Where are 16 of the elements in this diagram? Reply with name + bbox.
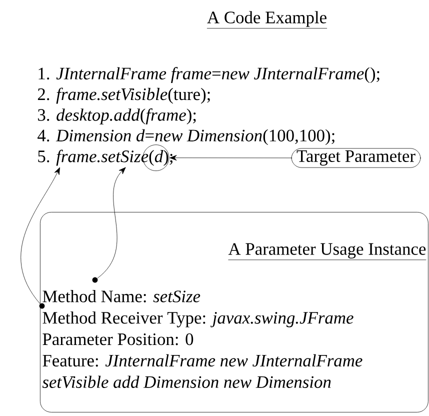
title: A Code Example <box>206 11 328 28</box>
field-text: Parameter Position: 0 <box>42 333 194 346</box>
code-line: 1. JInternalFrame frame=new JInternalFrame(); <box>38 67 380 83</box>
code-line: 3. desktop.add(frame); <box>38 108 196 124</box>
heading: A Parameter Usage Instance <box>228 243 426 260</box>
label-box: Target Parameter <box>291 148 421 168</box>
arrow <box>97 167 126 278</box>
arrow <box>170 155 292 161</box>
field-text: Method Receiver Type: javax.swing.JFrame <box>42 311 354 328</box>
code-line: 2. frame.setVisible(ture); <box>38 88 210 104</box>
field-text: Feature: JInternalFrame new JInternalFrame setVisible add Dimension new Dimension <box>42 354 362 388</box>
field-text: Method Name: setSize <box>42 290 200 302</box>
arrow <box>20 167 60 304</box>
code-line: 4. Dimension d=new Dimension(100,100); <box>38 129 334 145</box>
code-line: 5. frame.setSize(d); <box>38 150 172 166</box>
instance-box <box>40 212 428 412</box>
